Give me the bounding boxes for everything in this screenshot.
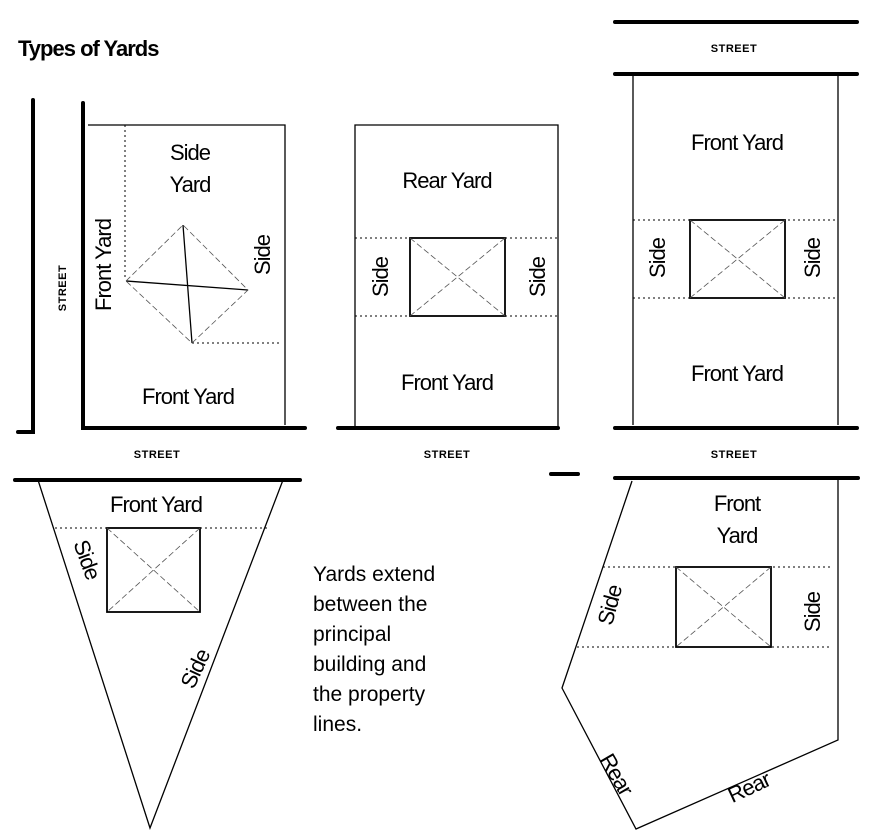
building [125,224,249,344]
building-diagonals [106,527,201,613]
note-line: building and [313,653,427,676]
label-front-yard: Front Yard [691,361,783,386]
label-side: Side [368,256,393,297]
building [689,219,786,299]
label-front-yard: Front Yard [691,130,783,155]
corner-lot: Side Yard Front Yard Side Front Yard STR… [16,98,307,461]
building [675,566,772,648]
note-line: the property [313,683,426,706]
street-label: STREET [134,449,180,461]
label-side: Side [175,645,215,693]
lot-line [632,74,839,425]
label-side: Side [525,256,550,297]
triangular-lot: Front Yard Side Side [13,478,302,830]
yard-boundary [577,566,832,648]
note-line: principal [313,623,392,646]
label-yard: Yard [717,523,758,548]
irregular-lot: Front Yard Side Side Rear Rear [549,472,860,830]
label-front: Front [714,491,761,516]
label-side: Side [800,591,825,632]
label-rear-yard: Rear Yard [402,168,491,193]
label-front-yard: Front Yard [110,492,202,517]
lot-line [561,480,839,830]
label-front-yard: Front Yard [142,384,234,409]
building [106,527,201,613]
label-rear: Rear [724,766,775,807]
through-lot: STREET Front Yard Side Side Front Yard S… [613,20,859,461]
street-label: STREET [424,449,470,461]
lot-line [37,479,284,830]
label-side-yard: Yard [170,172,211,197]
diagram-title: Types of Yards [18,36,159,61]
street-label: STREET [57,265,69,311]
label-side: Side [800,237,825,278]
explanatory-note: Yards extend between the principal build… [313,560,435,740]
note-line: lines. [313,713,363,736]
street-label: STREET [711,449,757,461]
label-side: Side [645,237,670,278]
building-diagonals [689,219,786,299]
building-outline [125,224,249,344]
label-side: Side [68,536,105,583]
building-diagonals [675,566,772,648]
building-diagonals [409,237,506,317]
street-label: STREET [711,43,757,55]
label-side-yard: Side [170,140,211,165]
label-front-yard: Front Yard [91,219,116,311]
note-line: Yards extend [313,563,436,586]
label-front-yard: Front Yard [401,370,493,395]
label-side: Side [592,582,627,628]
lot-line [88,124,286,425]
lot-line-front [81,101,307,430]
street-line [613,72,859,430]
label-side: Side [250,234,275,275]
label-rear: Rear [595,749,639,800]
lot-line [354,124,559,428]
yard-boundary [633,219,838,299]
interior-lot: Rear Yard Side Side Front Yard STREET [336,124,560,461]
building [409,237,506,317]
street-line-vertical [16,98,35,434]
note-line: between the [313,593,428,616]
street-line [549,472,860,480]
